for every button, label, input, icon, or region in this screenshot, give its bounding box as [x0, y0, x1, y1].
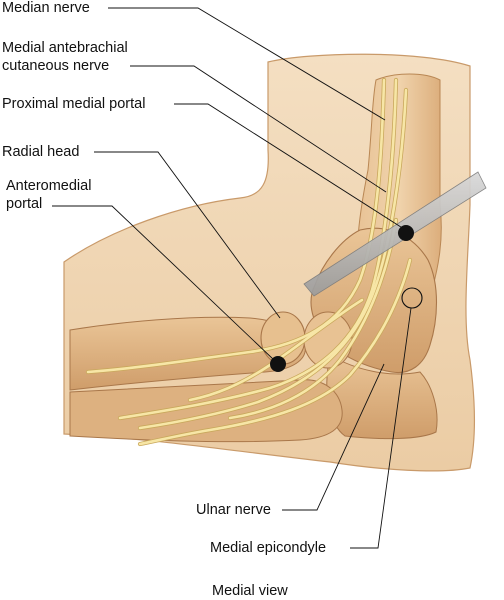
- nerves: [85, 77, 413, 447]
- cannula-instrument: [303, 171, 487, 297]
- proximal-medial-portal-marker: [398, 225, 414, 241]
- leader-radial-head: [94, 151, 281, 319]
- medial-epicondyle-marker: [401, 287, 423, 309]
- label-ulnar-nerve: Ulnar nerve: [196, 502, 271, 518]
- leader-median-nerve: [108, 7, 386, 121]
- caption-medial-view: Medial view: [212, 583, 288, 599]
- leader-medial-antebrachial: [130, 65, 387, 193]
- leader-anteromedial-portal: [52, 205, 275, 361]
- label-medial-antebrachial-line2: cutaneous nerve: [2, 58, 110, 74]
- leader-lines: [52, 7, 412, 549]
- label-anteromedial-line1: Anteromedial: [6, 178, 92, 194]
- label-anteromedial-line2: portal: [6, 196, 43, 212]
- leader-medial-epicondyle: [350, 307, 412, 549]
- label-median-nerve: Median nerve: [2, 0, 90, 16]
- label-radial-head: Radial head: [2, 144, 80, 160]
- label-medial-antebrachial-line1: Medial antebrachial: [2, 40, 128, 56]
- label-proximal-medial-portal: Proximal medial portal: [2, 96, 146, 112]
- label-medial-epicondyle: Medial epicondyle: [210, 540, 327, 556]
- leader-proximal-medial-portal: [174, 103, 405, 230]
- leader-ulnar-nerve: [282, 363, 385, 511]
